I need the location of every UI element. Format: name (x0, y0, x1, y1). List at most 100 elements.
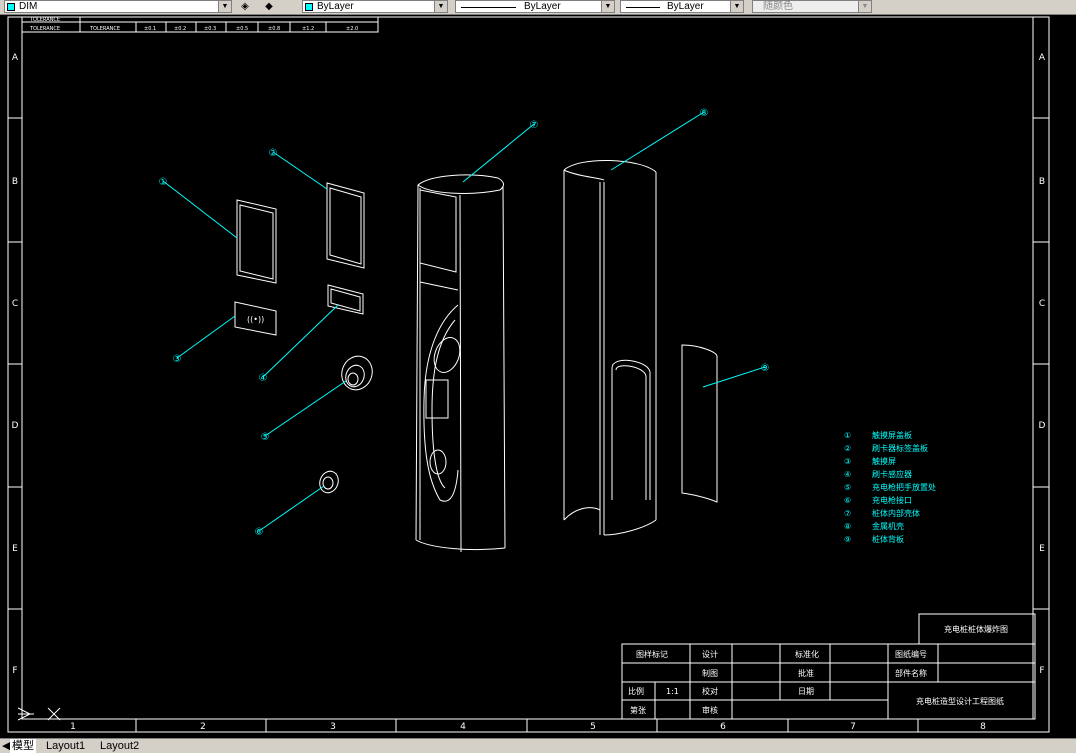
layer-states-icon[interactable]: ◈ (241, 1, 249, 12)
legend-num-1: ① (844, 431, 851, 440)
part-back-panel (681, 344, 718, 503)
legend-text-1: 触摸屏盖板 (872, 430, 912, 440)
properties-toolbar: DIM ▼ ◈ ◆ ByLayer ▼ ByLayer ▼ ByLayer ▼ … (0, 0, 1076, 15)
chevron-down-icon[interactable]: ▼ (434, 1, 447, 12)
layer-color-swatch (7, 3, 15, 11)
row-label-c-right: C (1039, 299, 1045, 309)
mark-label: 图样标记 (636, 649, 668, 659)
row-label-a-right: A (1039, 53, 1046, 63)
part-card-reader-panel: ((•)) (234, 301, 277, 336)
tolerance-header: TOLERANCE (29, 17, 60, 23)
part-charging-port (319, 470, 339, 494)
legend-text-6: 充电枪接口 (872, 495, 912, 505)
linetype-dropdown[interactable]: ByLayer ▼ (455, 0, 615, 13)
legend-num-4: ④ (844, 470, 851, 479)
row-label-e-right: E (1039, 544, 1045, 554)
part-metal-shell (563, 159, 657, 536)
layer-dropdown[interactable]: DIM ▼ (4, 0, 232, 13)
scale-value: 1:1 (666, 687, 679, 696)
lineweight-value: ByLayer (667, 1, 704, 12)
tab-model[interactable]: 模型 (10, 739, 36, 753)
legend-num-3: ③ (844, 457, 851, 466)
part-card-cover (326, 182, 365, 269)
plotstyle-value: 随颜色 (763, 1, 793, 12)
review-label: 审核 (702, 705, 718, 715)
part-touchscreen-cover (236, 199, 277, 284)
chevron-down-icon[interactable]: ▼ (730, 1, 743, 12)
part-handle-holder (341, 355, 373, 391)
row-label-a: A (12, 53, 19, 63)
legend-text-4: 刷卡感应器 (872, 469, 912, 479)
scale-label: 比例 (628, 686, 644, 696)
legend-text-2: 刷卡器标签盖板 (872, 443, 928, 453)
row-label-d-right: D (1039, 421, 1046, 431)
std-label: 标准化 (795, 649, 819, 659)
part-card-sensor (327, 284, 364, 315)
tolerance-value-2: ±0.2 (174, 26, 186, 32)
legend-num-5: ⑤ (844, 483, 851, 492)
layer-previous-icon[interactable]: ◆ (265, 1, 273, 12)
chevron-down-icon[interactable]: ▼ (601, 1, 614, 12)
color-value: ByLayer (317, 1, 354, 12)
tab-layout2[interactable]: Layout2 (100, 740, 140, 752)
inner-frame (21, 16, 1034, 720)
linetype-preview (461, 7, 516, 8)
legend-num-6: ⑥ (844, 496, 851, 505)
nav-arrows-icon[interactable]: ◀ (2, 740, 11, 752)
layer-value: DIM (19, 1, 38, 12)
tab-layout1[interactable]: Layout1 (46, 740, 86, 752)
svg-text:((•)): ((•)) (247, 315, 264, 324)
legend-text-9: 桩体背板 (872, 534, 904, 544)
color-swatch (305, 3, 313, 11)
col-label-6: 6 (720, 722, 726, 732)
legend-num-8: ⑧ (844, 522, 851, 531)
date-label: 日期 (798, 687, 814, 696)
lineweight-preview (626, 7, 660, 8)
callout-4: ④ (259, 373, 268, 384)
col-label-8: 8 (980, 722, 986, 732)
draw-label: 制图 (702, 668, 718, 678)
chevron-down-icon[interactable]: ▼ (218, 1, 231, 12)
sheet-label: 第张 (630, 705, 646, 715)
part-name-label: 部件名称 (895, 668, 927, 678)
row-label-b-right: B (1039, 177, 1045, 187)
legend-text-5: 充电枪把手放置处 (872, 482, 936, 492)
tolerance-value-1: ±0.1 (144, 26, 156, 32)
row-label-d: D (12, 421, 19, 431)
ucs-icon (17, 707, 61, 721)
design-label: 设计 (702, 649, 718, 659)
tolerance-label-2: TOLERANCE (89, 26, 120, 32)
col-label-7: 7 (850, 722, 856, 732)
callout-6: ⑥ (255, 527, 264, 538)
color-dropdown[interactable]: ByLayer ▼ (302, 0, 448, 13)
legend-text-8: 金属机壳 (872, 521, 904, 531)
tolerance-value-4: ±0.5 (236, 26, 248, 32)
col-label-1: 1 (70, 722, 76, 732)
linetype-value: ByLayer (524, 1, 561, 12)
legend-text-3: 触摸屏 (872, 456, 896, 466)
plotstyle-dropdown[interactable]: 随颜色 ▼ (752, 0, 872, 13)
tolerance-value-3: ±0.3 (204, 26, 216, 32)
check-label: 校对 (702, 686, 718, 696)
callout-8: ⑧ (700, 108, 709, 119)
col-label-2: 2 (200, 722, 206, 732)
callout-3: ③ (173, 354, 182, 365)
legend-num-9: ⑨ (844, 535, 851, 544)
lineweight-dropdown[interactable]: ByLayer ▼ (620, 0, 744, 13)
row-label-f-right: F (1039, 666, 1044, 676)
col-label-5: 5 (590, 722, 596, 732)
approve-label: 批准 (798, 668, 814, 678)
drawing-name: 充电桩桩体爆炸图 (944, 624, 1008, 634)
row-label-e: E (12, 544, 18, 554)
col-label-4: 4 (460, 722, 466, 732)
row-label-f: F (12, 666, 17, 676)
drawing-canvas[interactable]: ((•)) (0, 14, 1076, 738)
col-label-3: 3 (330, 722, 336, 732)
callout-1: ① (159, 177, 168, 188)
part-inner-shell (415, 174, 506, 553)
drawing-no-label: 图纸编号 (895, 649, 927, 659)
drawing-svg[interactable]: ((•)) (0, 14, 1076, 738)
chevron-down-icon[interactable]: ▼ (858, 1, 871, 12)
legend-num-2: ② (844, 444, 851, 453)
row-label-c: C (12, 299, 18, 309)
